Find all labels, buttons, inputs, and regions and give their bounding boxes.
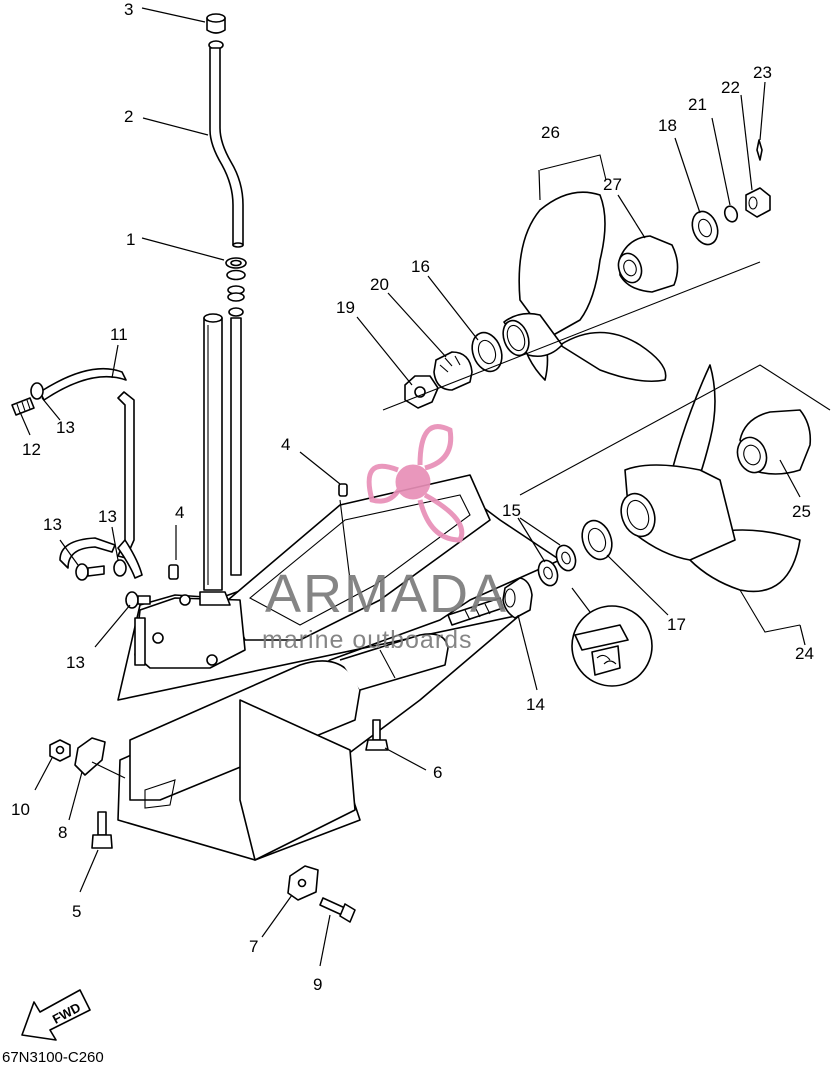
diagram-code: 67N3100-C260 [2,1049,104,1066]
leader-lines [19,7,806,967]
watermark-brand: ARMADA [265,564,508,624]
callout-9: 9 [313,975,322,994]
callout-6: 6 [433,763,442,782]
callout-19: 19 [336,298,355,317]
callout-4: 4 [175,503,184,522]
callout-12: 12 [22,440,41,459]
callout-13: 13 [43,515,62,534]
callout-26: 26 [541,123,560,142]
callout-21: 21 [688,95,707,114]
callout-5: 5 [72,902,81,921]
watermark-logo: ARMADA marine outboards [262,424,508,654]
callout-1: 1 [126,230,135,249]
lower-case-housing [117,313,561,861]
callout-3: 3 [124,0,133,19]
callout-labels: 3 2 1 4 4 5 6 7 8 9 10 11 12 13 13 13 13… [11,0,814,994]
callout-11: 11 [110,325,128,344]
callout-16: 16 [411,257,430,276]
callout-27: 27 [603,175,622,194]
fwd-arrow: FWD [21,989,91,1041]
water-tube-assembly [206,13,247,317]
callout-24: 24 [795,644,814,663]
hardware-bolts [49,483,389,923]
callout-17: 17 [667,615,686,634]
callout-13: 13 [66,653,85,672]
callout-23: 23 [753,63,772,82]
callout-10: 10 [11,800,30,819]
callout-2: 2 [124,107,133,126]
callout-7: 7 [249,937,258,956]
callout-13: 13 [98,507,117,526]
callout-18: 18 [658,116,677,135]
callout-15: 15 [502,501,521,520]
callout-8: 8 [58,823,67,842]
callout-13: 13 [56,418,75,437]
callout-14: 14 [526,695,545,714]
callout-22: 22 [721,78,740,97]
hose-assembly [11,367,151,666]
propeller-upper [382,139,771,411]
callout-4: 4 [281,435,290,454]
propeller-lower [502,364,831,687]
callout-20: 20 [370,275,389,294]
watermark-tagline: marine outboards [262,626,473,654]
callout-25: 25 [792,502,811,521]
